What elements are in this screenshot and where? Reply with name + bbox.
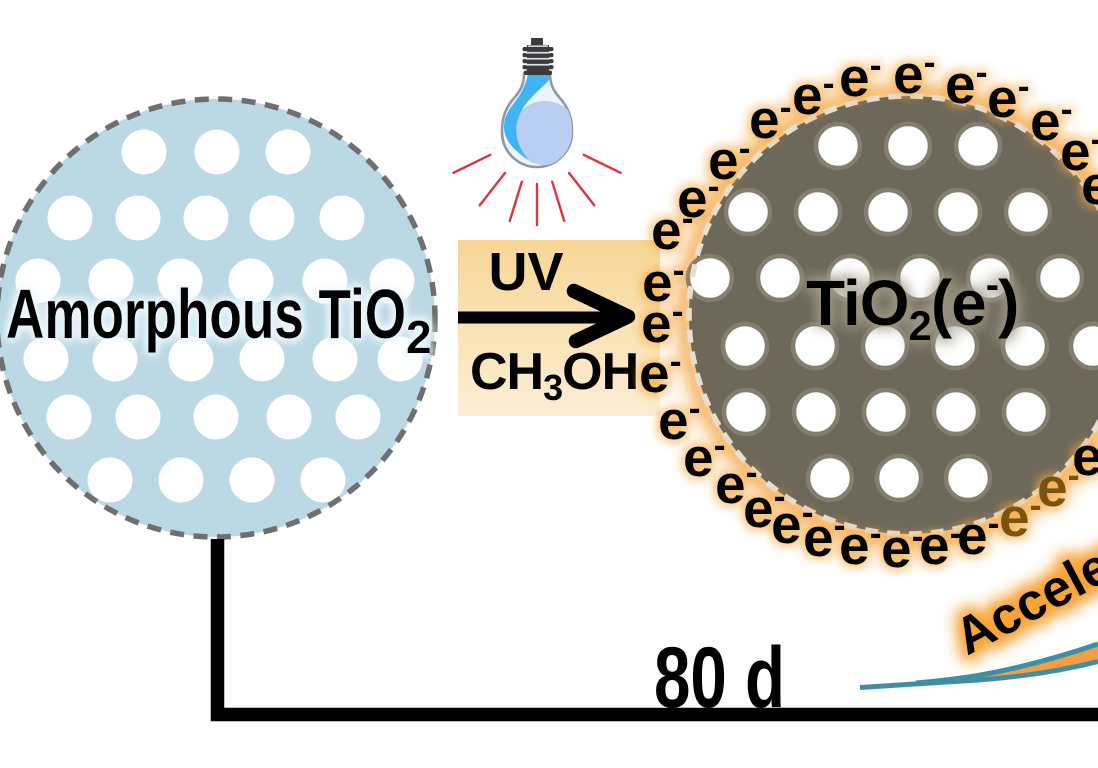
svg-text:UV: UV (488, 242, 563, 302)
svg-text:e-: e- (749, 86, 792, 150)
svg-text:Amorphous TiO2: Amorphous TiO2 (6, 275, 432, 363)
svg-text:e-: e- (839, 44, 882, 108)
svg-text:e-: e- (792, 62, 835, 126)
svg-text:e-: e- (803, 504, 846, 568)
svg-text:e-: e- (1072, 423, 1098, 487)
svg-text:e-: e- (1081, 152, 1098, 216)
svg-text:e-: e- (1037, 454, 1080, 518)
svg-text:80 d: 80 d (654, 630, 785, 726)
svg-text:CH3OH: CH3OH (470, 343, 638, 408)
svg-text:e-: e- (919, 512, 962, 576)
